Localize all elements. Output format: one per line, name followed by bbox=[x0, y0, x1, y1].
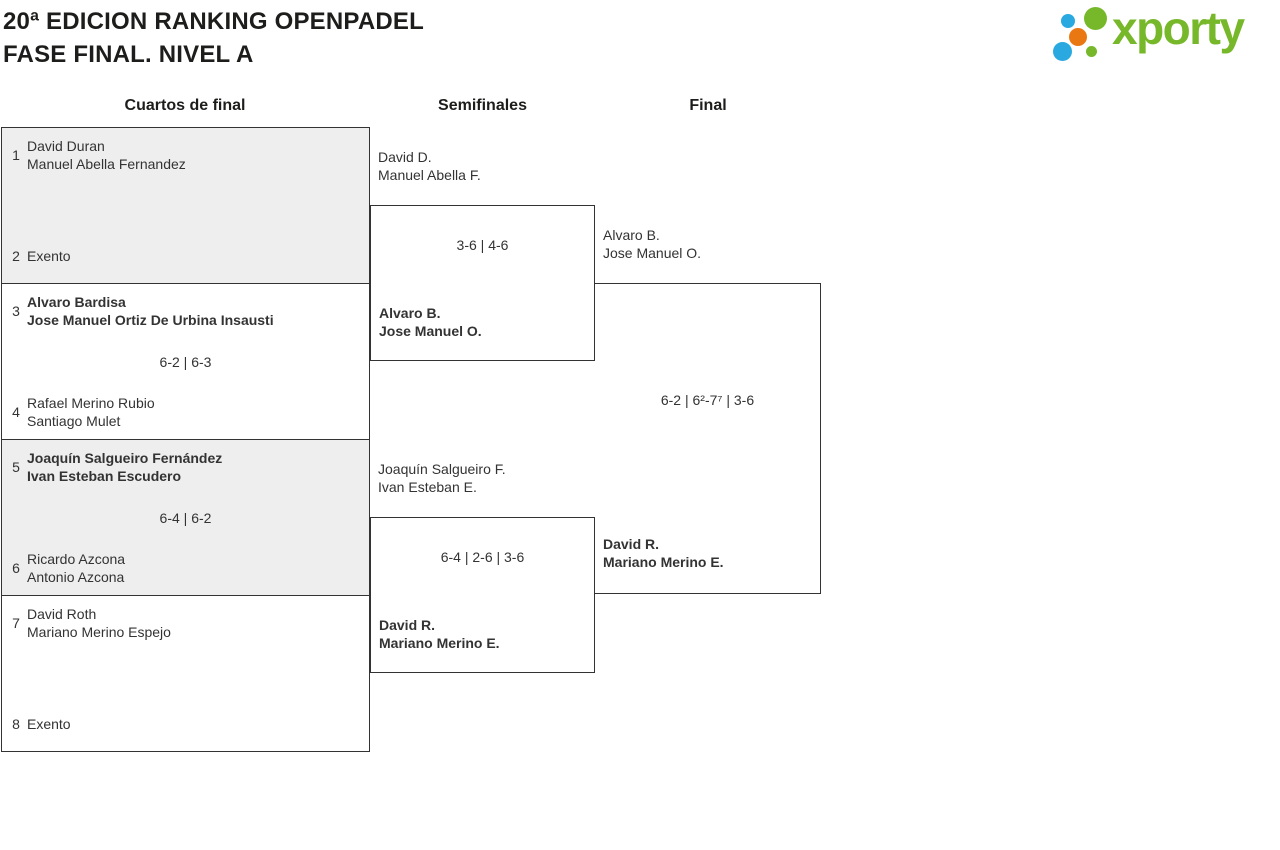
final-bottom-team: David R. Mariano Merino E. bbox=[603, 535, 724, 571]
player-name: Mariano Merino Espejo bbox=[27, 624, 171, 640]
player-name: Exento bbox=[27, 248, 71, 264]
player-name: Santiago Mulet bbox=[27, 413, 121, 429]
player-name: Ivan Esteban E. bbox=[378, 479, 477, 495]
team-entry: 8 Exento bbox=[2, 706, 369, 742]
logo-dot-green-big-icon bbox=[1084, 7, 1107, 30]
semifinal-2-top-team: Joaquín Salgueiro F. Ivan Esteban E. bbox=[378, 460, 506, 496]
player-name: Alvaro B. bbox=[603, 227, 660, 243]
player-name: David R. bbox=[379, 617, 436, 633]
logo-dot-blue-medium-icon bbox=[1053, 42, 1072, 61]
logo-dot-orange-icon bbox=[1069, 28, 1087, 46]
team-names: Exento bbox=[27, 715, 71, 733]
semifinal-1-bottom-team: Alvaro B. Jose Manuel O. bbox=[379, 304, 482, 340]
player-name: Manuel Abella F. bbox=[378, 167, 481, 183]
team-names: Ricardo Azcona Antonio Azcona bbox=[27, 550, 125, 586]
round-header-semifinals: Semifinales bbox=[438, 97, 527, 114]
player-name: Joaquín Salgueiro F. bbox=[378, 461, 506, 477]
semifinal-match-1[interactable]: 3-6 | 4-6 Alvaro B. Jose Manuel O. bbox=[370, 205, 595, 361]
player-name: Antonio Azcona bbox=[27, 569, 125, 585]
quarterfinals-column: 1 David Duran Manuel Abella Fernandez 2 … bbox=[1, 127, 370, 752]
quarterfinal-match-4[interactable]: 7 David Roth Mariano Merino Espejo 8 Exe… bbox=[1, 595, 370, 752]
team-entry: 7 David Roth Mariano Merino Espejo bbox=[2, 605, 369, 641]
match-score: 3-6 | 4-6 bbox=[456, 237, 509, 253]
round-header-quarterfinals: Cuartos de final bbox=[124, 97, 246, 114]
page-title: 20ª EDICION RANKING OPENPADEL FASE FINAL… bbox=[3, 5, 424, 71]
team-entry: 6 Ricardo Azcona Antonio Azcona bbox=[2, 550, 369, 586]
quarterfinal-match-3[interactable]: 5 Joaquín Salgueiro Fernández Ivan Esteb… bbox=[1, 439, 370, 596]
seed-number: 2 bbox=[12, 248, 20, 264]
player-name: Jose Manuel Ortiz De Urbina Insausti bbox=[27, 312, 274, 328]
player-name: David Roth bbox=[27, 606, 97, 622]
player-name: Alvaro Bardisa bbox=[27, 294, 126, 310]
seed-number: 4 bbox=[12, 404, 20, 420]
team-entry: 3 Alvaro Bardisa Jose Manuel Ortiz De Ur… bbox=[2, 293, 369, 329]
player-name: David D. bbox=[378, 149, 432, 165]
team-entry: 1 David Duran Manuel Abella Fernandez bbox=[2, 137, 369, 173]
player-name: Manuel Abella Fernandez bbox=[27, 156, 186, 172]
seed-number: 3 bbox=[12, 303, 20, 319]
semifinal-2-bottom-team: David R. Mariano Merino E. bbox=[379, 616, 500, 652]
team-names: David Duran Manuel Abella Fernandez bbox=[27, 137, 186, 173]
quarterfinal-match-1[interactable]: 1 David Duran Manuel Abella Fernandez 2 … bbox=[1, 127, 370, 284]
logo-dot-blue-small-icon bbox=[1061, 14, 1075, 28]
round-header-final: Final bbox=[689, 97, 727, 114]
match-score: 6-2 | 6-3 bbox=[159, 353, 212, 370]
player-name: Exento bbox=[27, 716, 71, 732]
player-name: Rafael Merino Rubio bbox=[27, 395, 155, 411]
team-entry: 2 Exento bbox=[2, 238, 369, 274]
quarterfinal-match-2[interactable]: 3 Alvaro Bardisa Jose Manuel Ortiz De Ur… bbox=[1, 283, 370, 440]
player-name: David R. bbox=[603, 536, 660, 552]
player-name: Jose Manuel O. bbox=[603, 245, 702, 261]
round-headers: Cuartos de final Semifinales Final bbox=[0, 97, 821, 115]
player-name: Mariano Merino E. bbox=[603, 554, 724, 570]
match-score: 6-4 | 2-6 | 3-6 bbox=[440, 549, 525, 565]
title-line-2: FASE FINAL. NIVEL A bbox=[3, 41, 254, 68]
player-name: Ivan Esteban Escudero bbox=[27, 468, 182, 484]
player-name: Ricardo Azcona bbox=[27, 551, 126, 567]
seed-number: 7 bbox=[12, 615, 20, 631]
team-names: Exento bbox=[27, 247, 71, 265]
team-names: Rafael Merino Rubio Santiago Mulet bbox=[27, 394, 155, 430]
xporty-logo[interactable]: xporty bbox=[1048, 0, 1280, 70]
seed-number: 5 bbox=[12, 459, 20, 475]
seed-number: 6 bbox=[12, 560, 20, 576]
player-name: Alvaro B. bbox=[379, 305, 441, 321]
title-line-1: 20ª EDICION RANKING OPENPADEL bbox=[3, 8, 424, 35]
final-top-team: Alvaro B. Jose Manuel O. bbox=[603, 226, 701, 262]
seed-number: 8 bbox=[12, 716, 20, 732]
semifinal-match-2[interactable]: 6-4 | 2-6 | 3-6 David R. Mariano Merino … bbox=[370, 517, 595, 673]
match-score: 6-2 | 6²-7⁷ | 3-6 bbox=[660, 392, 755, 408]
player-name: Mariano Merino E. bbox=[379, 635, 500, 651]
logo-dot-green-small-icon bbox=[1086, 46, 1097, 57]
team-names: Alvaro Bardisa Jose Manuel Ortiz De Urbi… bbox=[27, 293, 274, 329]
final-match[interactable]: 6-2 | 6²-7⁷ | 3-6 David R. Mariano Merin… bbox=[595, 283, 821, 594]
team-names: Joaquín Salgueiro Fernández Ivan Esteban… bbox=[27, 449, 222, 485]
team-names: David Roth Mariano Merino Espejo bbox=[27, 605, 171, 641]
logo-wordmark: xporty bbox=[1112, 2, 1245, 54]
team-entry: 4 Rafael Merino Rubio Santiago Mulet bbox=[2, 394, 369, 430]
team-entry: 5 Joaquín Salgueiro Fernández Ivan Esteb… bbox=[2, 449, 369, 485]
player-name: Joaquín Salgueiro Fernández bbox=[27, 450, 223, 466]
seed-number: 1 bbox=[12, 147, 20, 163]
player-name: Jose Manuel O. bbox=[379, 323, 482, 339]
player-name: David Duran bbox=[27, 138, 105, 154]
semifinal-1-top-team: David D. Manuel Abella F. bbox=[378, 148, 481, 184]
match-score: 6-4 | 6-2 bbox=[159, 509, 212, 526]
